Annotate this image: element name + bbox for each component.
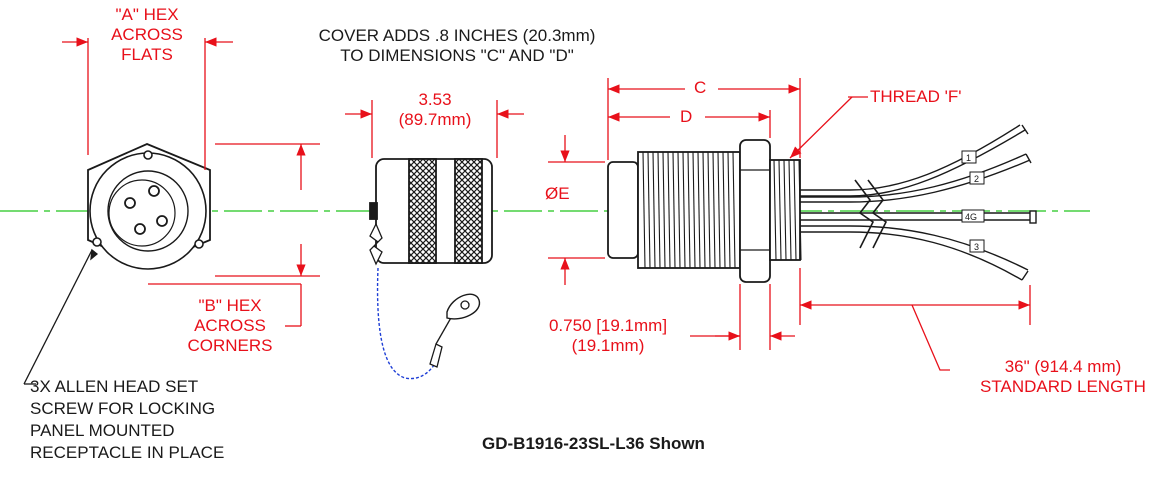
front-view <box>87 143 211 270</box>
dust-cover <box>369 158 493 380</box>
dia-e-label: ØE <box>545 184 570 203</box>
thread-line <box>662 151 666 269</box>
panel-dim-label: 0.750 [19.1mm](19.1mm) <box>548 316 668 355</box>
thread-label: THREAD 'F' <box>870 87 962 106</box>
wire-tag-4g: 4G <box>965 212 977 222</box>
rear-thread-line <box>773 159 777 261</box>
receptacle-side-view <box>607 139 802 283</box>
wire-tags: 1 2 4G 3 <box>961 150 985 253</box>
thread-line <box>732 151 736 269</box>
set-screw-right <box>194 239 204 249</box>
thread-line <box>722 151 726 269</box>
thread-line <box>712 151 716 269</box>
lanyard-cable <box>376 267 437 380</box>
cover-note: COVER ADDS .8 INCHES (20.3mm)TO DIMENSIO… <box>318 26 596 65</box>
wire-break <box>854 179 875 249</box>
rear-thread-line <box>798 159 802 261</box>
thread-line <box>697 151 701 269</box>
thread-line <box>652 151 656 269</box>
contact-pin <box>134 223 146 235</box>
set-screw-left <box>92 237 102 247</box>
rear-thread-line <box>783 159 787 261</box>
receptacle-nose <box>607 161 639 259</box>
figure-caption: GD-B1916-23SL-L36 Shown <box>482 434 705 453</box>
dimension-lines <box>62 37 1031 371</box>
thread-line <box>717 151 721 269</box>
thread-line <box>682 151 686 269</box>
thread-line <box>672 151 676 269</box>
body-threads <box>642 151 736 269</box>
thread-line <box>677 151 681 269</box>
contact-pin <box>148 185 160 197</box>
wire-tag-2: 2 <box>974 174 979 184</box>
panel-nut <box>739 139 771 283</box>
contact-pin <box>156 215 168 227</box>
rear-thread-line <box>788 159 792 261</box>
thread-line <box>727 151 731 269</box>
thread-line <box>702 151 706 269</box>
thread-line <box>657 151 661 269</box>
std-length-label: 36" (914.4 mm)STANDARD LENGTH <box>980 357 1146 396</box>
knurl-band <box>408 158 437 264</box>
contact-pin <box>124 197 136 209</box>
cover-length-label: 3.53(89.7mm) <box>398 90 472 129</box>
set-screw-leader <box>23 248 99 385</box>
thread-line <box>707 151 711 269</box>
rear-threads <box>773 159 802 261</box>
knurl-band <box>454 158 483 264</box>
wire-tag-3: 3 <box>974 242 979 252</box>
set-screw-top <box>143 150 153 160</box>
dim-c-label: C <box>694 78 707 97</box>
wire-tag-1: 1 <box>966 153 971 163</box>
thread-line <box>667 151 671 269</box>
rear-thread-line <box>793 159 797 261</box>
cover-clip <box>369 222 383 266</box>
dim-d-label: D <box>680 107 693 126</box>
rear-thread-line <box>778 159 782 261</box>
thread-line <box>692 151 696 269</box>
thread-line <box>642 151 646 269</box>
thread-line <box>687 151 691 269</box>
thread-line <box>647 151 651 269</box>
wire-bundle <box>800 124 1037 281</box>
